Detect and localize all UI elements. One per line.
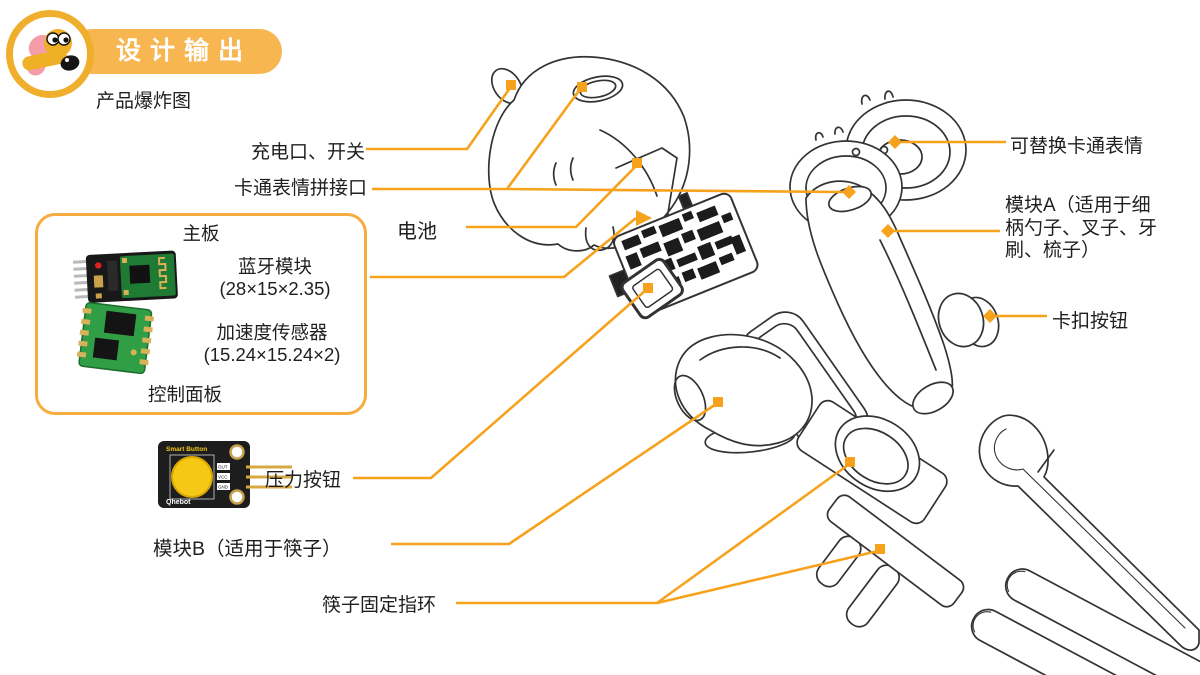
section-badge: 设计输出 — [70, 29, 283, 74]
bluetooth-module-photo — [72, 249, 180, 309]
button-module-brand: Qhebot — [166, 499, 191, 506]
label-face-connector: 卡通表情拼接口 — [233, 178, 367, 199]
button-module-title: Smart Button — [166, 446, 207, 453]
control-panel-label: 控制面板 — [148, 384, 223, 405]
bluetooth-text: 蓝牙模块 (28×15×2.35) — [184, 256, 366, 300]
label-replaceable-face: 可替换卡通表情 — [1010, 136, 1144, 157]
pressure-button-photo: OUT VCC GND Smart Button Qhebot — [158, 441, 298, 516]
label-chopstick-ring: 筷子固定指环 — [322, 595, 437, 616]
label-module-a: 模块A（适用于细 柄勺子、叉子、牙 刷、梳子） — [1005, 195, 1157, 263]
accelerometer-dims: (15.24×15.24×2) — [203, 344, 341, 365]
brand-logo — [6, 10, 94, 98]
label-module-a-line3: 刷、梳子） — [1005, 240, 1101, 261]
label-snap-button: 卡扣按钮 — [1052, 311, 1129, 332]
mainboard-title: 主板 — [182, 223, 220, 244]
bluetooth-dims: (28×15×2.35) — [219, 278, 331, 299]
label-charging-port: 充电口、开关 — [250, 142, 365, 163]
chopsticks-drawing — [970, 414, 1200, 675]
label-battery: 电池 — [397, 221, 437, 243]
label-module-b: 模块B（适用于筷子） — [153, 538, 342, 560]
chopstick-ring-drawing — [796, 399, 948, 525]
label-module-a-line2: 柄勺子、叉子、牙 — [1005, 217, 1158, 239]
leader-markers — [506, 80, 997, 554]
pin-label-gnd: GND — [218, 485, 229, 490]
accelerometer-name: 加速度传感器 — [216, 322, 328, 343]
accelerometer-photo — [75, 300, 155, 381]
mascot-icon — [22, 29, 80, 76]
label-module-a-line1: 模块A（适用于细 — [1005, 195, 1151, 216]
page-title: 产品爆炸图 — [96, 91, 192, 112]
label-pressure-button: 压力按钮 — [265, 470, 342, 491]
module-b-shell-drawing — [673, 333, 813, 454]
accelerometer-text: 加速度传感器 (15.24×15.24×2) — [176, 322, 368, 366]
leader-lines — [353, 87, 1047, 605]
pin-label-out: OUT — [218, 465, 228, 470]
pin-label-vcc: VCC — [218, 475, 228, 480]
snap-button-drawing — [937, 292, 1000, 348]
t-bracket-drawing — [815, 494, 965, 628]
bluetooth-name: 蓝牙模块 — [237, 256, 312, 277]
mainboard-panel: 主板 蓝牙模块 (28×15×2.35) — [35, 213, 367, 415]
